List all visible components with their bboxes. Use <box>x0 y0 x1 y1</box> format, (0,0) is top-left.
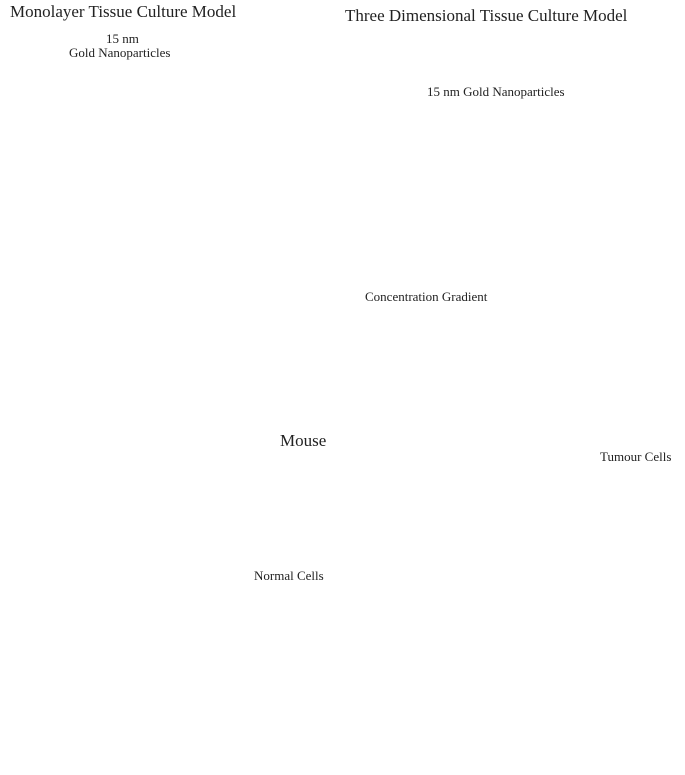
mouse-title: Mouse <box>280 431 327 450</box>
monolayer-cell-1 <box>11 55 179 193</box>
tissue-magnification <box>365 459 685 773</box>
tumour-cells-arrow-icon <box>582 469 609 512</box>
monolayer-cell-2 <box>148 154 323 296</box>
mouse-illustration <box>53 465 215 771</box>
monolayer-np-label-line1: 15 nm <box>106 31 139 46</box>
gradient-arrow-icon <box>488 270 506 292</box>
tumour-cells-label: Tumour Cells <box>600 449 672 464</box>
gradient-label: Concentration Gradient <box>365 289 488 304</box>
normal-cells-label: Normal Cells <box>254 568 324 583</box>
monolayer-np-label-line2: Gold Nanoparticles <box>69 45 171 60</box>
three-d-title: Three Dimensional Tissue Culture Model <box>345 6 628 25</box>
monolayer-cell-3 <box>28 235 175 366</box>
spheroid <box>362 126 669 292</box>
normal-cells-arrow-icon <box>331 574 376 594</box>
three-d-np-label: 15 nm Gold Nanoparticles <box>427 84 565 99</box>
horizontal-divider <box>30 410 663 412</box>
monolayer-title: Monolayer Tissue Culture Model <box>10 2 237 21</box>
zoom-cone <box>178 465 470 745</box>
